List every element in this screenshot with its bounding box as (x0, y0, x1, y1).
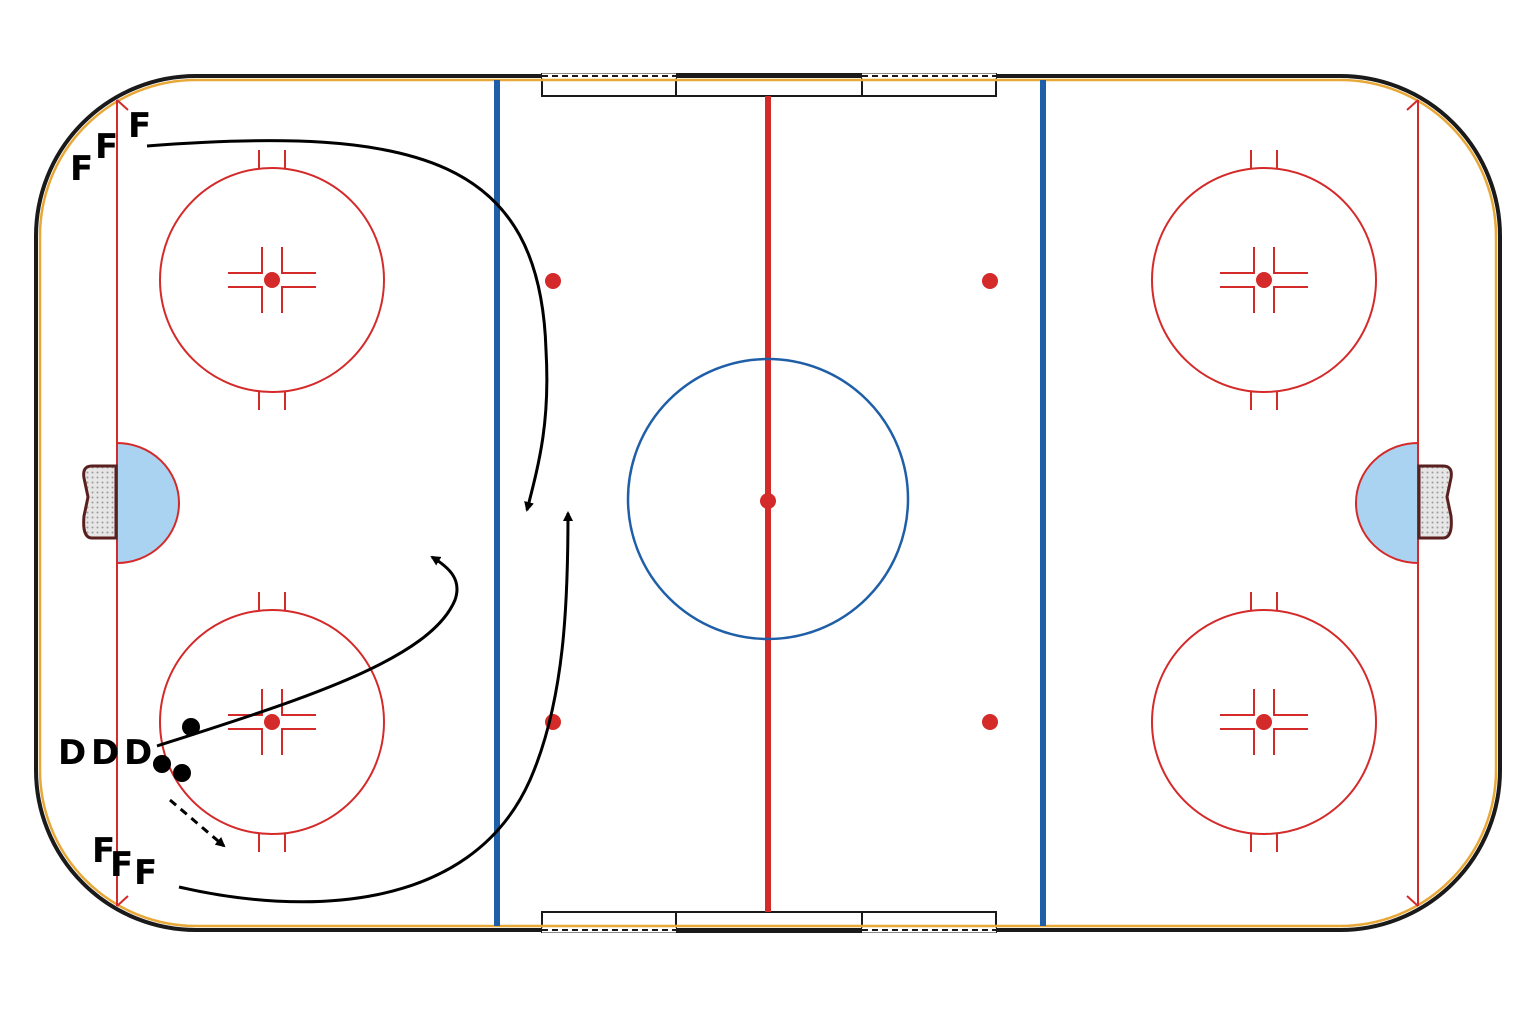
faceoff-dot (1256, 272, 1272, 288)
puck (153, 755, 171, 773)
faceoff-l-mark (281, 689, 316, 716)
faceoff-circle (1151, 167, 1377, 393)
player-defense: D (58, 733, 86, 773)
kickplate-line (38, 78, 1498, 928)
faceoff-circle (159, 167, 385, 393)
player-forward: F (92, 831, 115, 871)
faceoff-l-mark (1220, 689, 1255, 716)
faceoff-l-mark (281, 728, 316, 755)
neutral-dot (982, 273, 998, 289)
neutral-dot (545, 273, 561, 289)
puck (173, 764, 191, 782)
player-forward: F (128, 106, 151, 146)
left-goal-net (82, 464, 118, 540)
faceoff-dot (264, 714, 280, 730)
neutral-dot (982, 714, 998, 730)
faceoff-l-mark (228, 689, 263, 716)
faceoff-l-mark (281, 286, 316, 313)
faceoff-circle (159, 609, 385, 835)
faceoff-l-mark (1220, 728, 1255, 755)
faceoff-dot (264, 272, 280, 288)
faceoff-l-mark (228, 286, 263, 313)
player-defense: D (91, 733, 119, 773)
bottom-forward-skate-path (178, 511, 573, 904)
faceoff-l-mark (1273, 728, 1308, 755)
faceoff-l-mark (228, 247, 263, 274)
player-forward: F (110, 845, 133, 885)
faceoff-circle (1151, 609, 1377, 835)
left-goal-crease (116, 441, 180, 565)
player-forward: F (134, 853, 157, 893)
defense-skate-path (156, 555, 459, 748)
player-forward: F (70, 149, 93, 189)
pass-arrow (169, 798, 226, 848)
puck (182, 718, 200, 736)
faceoff-l-mark (1220, 286, 1255, 313)
end-zone-faceoff-circles (159, 150, 1377, 852)
right-goal-crease (1355, 441, 1419, 565)
faceoff-l-mark (228, 728, 263, 755)
faceoff-l-mark (1273, 286, 1308, 313)
faceoff-l-mark (1273, 247, 1308, 274)
top-forward-skate-path (146, 139, 549, 512)
player-forward: F (95, 127, 118, 167)
player-defense: D (124, 733, 152, 773)
faceoff-l-mark (1273, 689, 1308, 716)
right-goal-net (1417, 464, 1453, 540)
faceoff-l-mark (1220, 247, 1255, 274)
center-faceoff-dot (760, 493, 776, 509)
faceoff-l-mark (281, 247, 316, 274)
faceoff-dot (1256, 714, 1272, 730)
boards-outline (34, 74, 1502, 932)
center-faceoff-circle (626, 357, 910, 641)
